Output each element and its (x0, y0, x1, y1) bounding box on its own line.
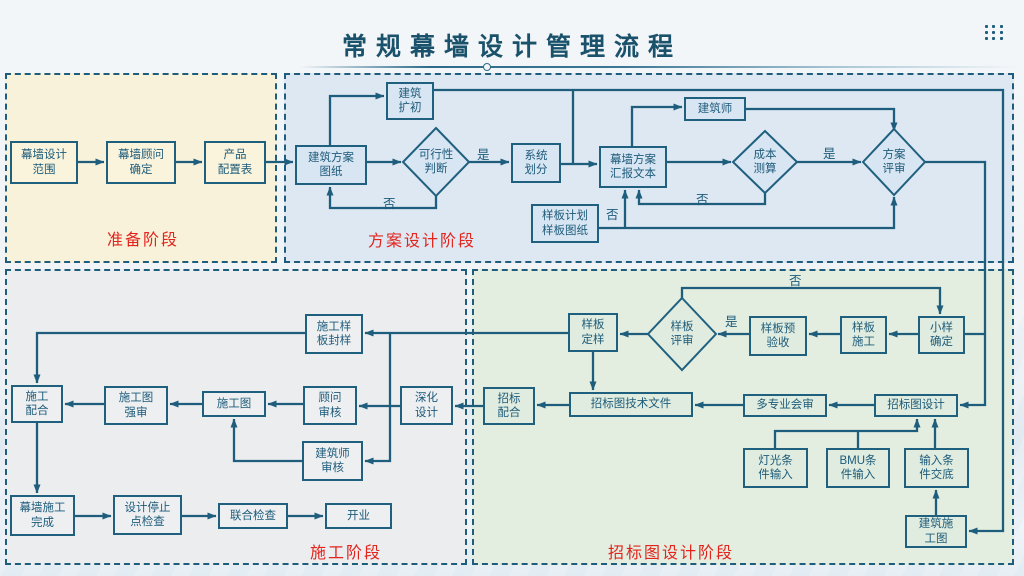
node-architect: 建筑师 (684, 97, 746, 121)
node-detailed-design: 深化 设计 (400, 386, 453, 425)
node-sample-construction: 样板 施工 (840, 316, 887, 354)
node-tender-tech-documents: 招标图技术文件 (569, 392, 693, 417)
node-bmu-condition-input: BMU条 件输入 (826, 448, 890, 488)
node-feasibility-judgement (401, 126, 471, 198)
node-architect-review: 建筑师 审核 (302, 441, 363, 481)
node-tender-drawing-design: 招标图设计 (874, 394, 958, 417)
divider-dot (483, 63, 491, 71)
section-construction-label: 施工阶段 (310, 545, 383, 562)
node-construction-drawing: 施工图 (202, 391, 266, 417)
node-arch-design-development: 建筑 扩初 (386, 82, 434, 120)
node-curtain-wall-design-scope: 幕墙设计 范围 (10, 141, 78, 184)
node-sample-finalization: 样板 定样 (568, 313, 618, 352)
node-small-sample-confirm: 小样 确定 (918, 316, 965, 354)
node-joint-inspection: 联合检查 (218, 503, 288, 529)
edge-label-yes-sample-review: 是 (725, 315, 738, 329)
node-arch-construction-drawing: 建筑施 工图 (905, 515, 967, 548)
grid-menu-icon[interactable] (983, 23, 1005, 42)
title-divider (300, 63, 1018, 71)
node-system-division: 系统 划分 (511, 143, 561, 183)
node-construction-drawing-strong-review: 施工图 强审 (104, 386, 168, 425)
node-construction-coordination: 施工 配合 (11, 385, 63, 423)
edge-label-no-cost: 否 (696, 193, 709, 207)
edge-label-yes-feasibility: 是 (477, 148, 490, 162)
node-cw-scheme-report: 幕墙方案 汇报文本 (599, 146, 667, 188)
node-multi-discipline-review: 多专业会审 (743, 394, 827, 417)
node-construction-sample-sealing: 施工样 板封样 (305, 314, 363, 354)
node-tender-coordination: 招标 配合 (483, 387, 535, 425)
page-title: 常规幕墙设计管理流程 (341, 33, 682, 61)
section-scheme-design-label: 方案设计阶段 (368, 233, 477, 250)
section-tender-design-label: 招标图设计阶段 (608, 545, 735, 562)
edge-label-no-feasibility: 否 (383, 197, 396, 211)
edge-label-yes-cost: 是 (823, 147, 836, 161)
node-sample-plan-drawings: 样板计划 样板图纸 (531, 204, 599, 243)
edge-label-no-sample-plan: 否 (606, 208, 619, 222)
node-curtain-wall-consultant: 幕墙顾问 确定 (106, 141, 176, 184)
node-cost-estimate (731, 129, 799, 195)
node-lighting-condition-input: 灯光条 件输入 (743, 448, 808, 488)
node-arch-scheme-drawings: 建筑方案 图纸 (295, 145, 367, 185)
node-design-stop-point-check: 设计停止 点检查 (113, 495, 182, 535)
node-product-config-table: 产品 配置表 (204, 141, 266, 184)
node-opening: 开业 (325, 503, 392, 529)
edge-label-no-sample-review: 否 (789, 274, 802, 288)
node-consultant-review: 顾问 审核 (303, 386, 357, 425)
node-input-condition-handover: 输入条 件交底 (904, 448, 969, 488)
section-preparation-label: 准备阶段 (107, 232, 180, 249)
node-sample-pre-acceptance: 样板预 验收 (749, 316, 807, 356)
node-sample-review (646, 296, 718, 372)
node-scheme-review (861, 127, 927, 197)
node-curtain-wall-construction-complete: 幕墙施工 完成 (10, 495, 75, 536)
